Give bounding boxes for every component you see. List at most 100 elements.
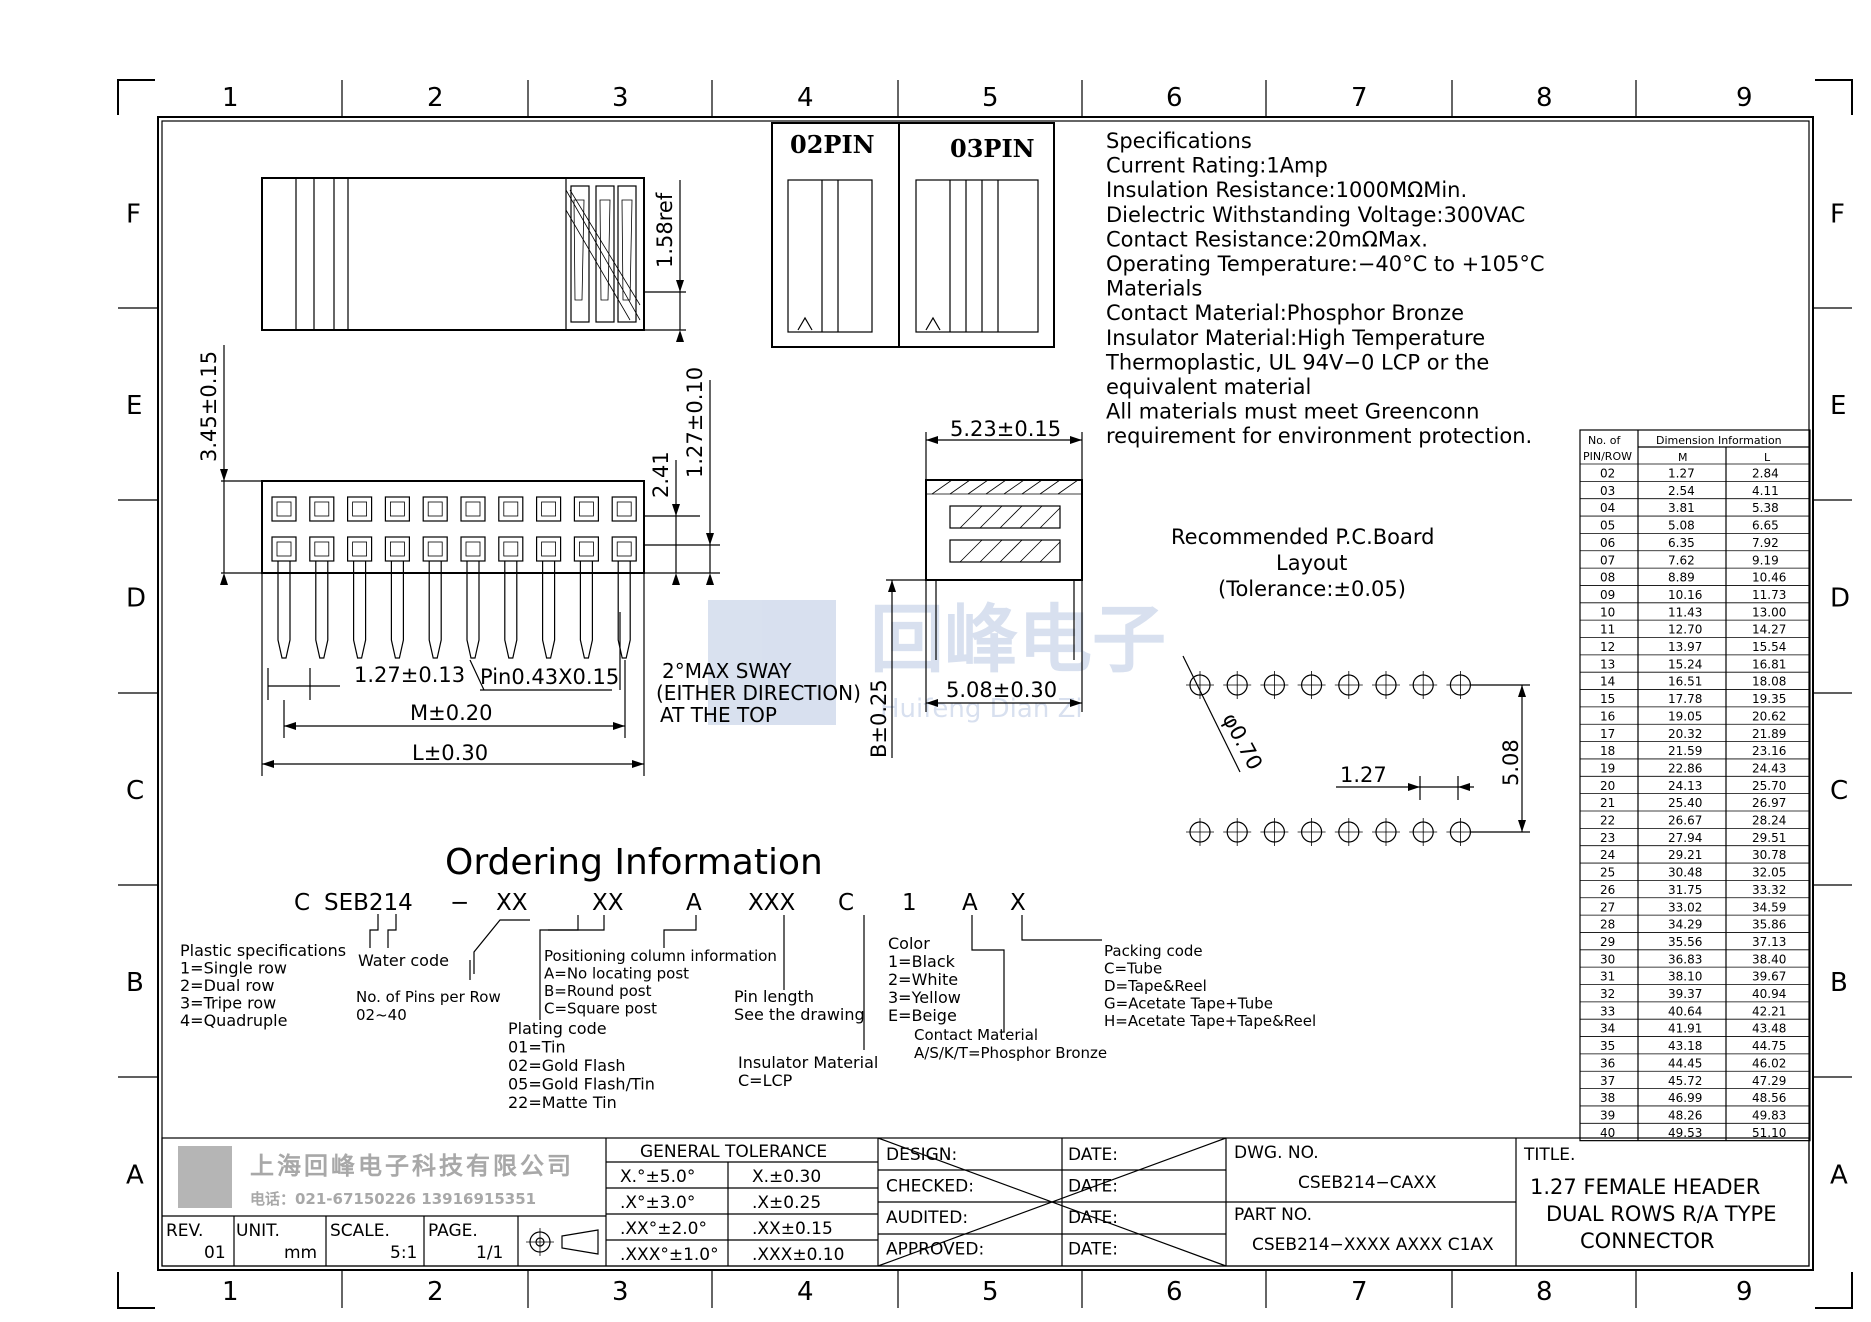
table-cell-m: 8.89: [1668, 571, 1695, 585]
table-cell-pins: 18: [1600, 744, 1615, 758]
table-cell-m: 29.21: [1668, 848, 1702, 862]
part-label: PART NO.: [1234, 1205, 1312, 1225]
ordering-plastic-line: 2=Dual row: [180, 976, 274, 995]
rev-label: REV.: [166, 1221, 203, 1241]
date-label: DATE:: [1068, 1208, 1118, 1228]
table-cell-m: 3.81: [1668, 501, 1695, 515]
zone-column-bottom: 2: [427, 1277, 444, 1307]
table-cell-m: 44.45: [1668, 1056, 1702, 1070]
ordering-code-segment: −: [450, 890, 469, 916]
drawing-title-line: DUAL ROWS R/A TYPE: [1546, 1202, 1776, 1226]
table-cell-pins: 16: [1600, 709, 1615, 723]
table-cell-pins: 35: [1600, 1039, 1615, 1053]
ordering-contact-line: Contact Material: [914, 1026, 1038, 1044]
ordering-insulator-line: C=LCP: [738, 1071, 793, 1090]
tolerance-linear: .XXX±0.10: [752, 1245, 844, 1265]
table-cell-m: 10.16: [1668, 588, 1702, 602]
table-cell-pins: 32: [1600, 987, 1615, 1001]
table-cell-m: 11.43: [1668, 605, 1702, 619]
table-cell-m: 12.70: [1668, 623, 1702, 637]
spec-line: Insulation Resistance:1000MΩMin.: [1106, 178, 1467, 202]
table-cell-l: 28.24: [1752, 814, 1786, 828]
table-cell-pins: 14: [1600, 675, 1615, 689]
ordering-color-line: Color: [888, 934, 930, 953]
table-cell-l: 51.10: [1752, 1126, 1786, 1140]
ordering-code-segment: C: [294, 890, 310, 916]
table-cell-m: 35.56: [1668, 935, 1702, 949]
dim-pitch: 1.27±0.13: [354, 663, 465, 687]
zone-column-bottom: 7: [1351, 1277, 1368, 1307]
table-cell-pins: 17: [1600, 727, 1615, 741]
dim-508: 5.08±0.30: [946, 678, 1057, 702]
sway-line-3: AT THE TOP: [660, 703, 777, 727]
table-cell-l: 19.35: [1752, 692, 1786, 706]
zone-column-bottom: 5: [982, 1277, 999, 1307]
zone-column-top: 9: [1736, 83, 1753, 113]
dim-345: 3.45±0.15: [197, 351, 221, 462]
dim-158ref: 1.58ref: [653, 192, 677, 268]
table-cell-pins: 06: [1600, 536, 1615, 550]
table-cell-m: 46.99: [1668, 1091, 1702, 1105]
watermark-cn: 回峰电子: [870, 597, 1166, 683]
tolerance-linear: X.±0.30: [752, 1167, 821, 1187]
signature-label: DESIGN:: [886, 1145, 957, 1165]
dim-l: L±0.30: [412, 741, 488, 765]
table-header-m: M: [1678, 451, 1688, 464]
zone-row-left: F: [126, 200, 141, 230]
ordering-plating-line: Plating code: [508, 1019, 607, 1038]
table-cell-l: 48.56: [1752, 1091, 1786, 1105]
tolerance-angle: .XXX°±1.0°: [620, 1245, 719, 1265]
spec-line: equivalent material: [1106, 375, 1311, 399]
table-cell-l: 23.16: [1752, 744, 1786, 758]
dwg-number: CSEB214−CAXX: [1298, 1173, 1437, 1193]
table-cell-pins: 26: [1600, 883, 1615, 897]
table-cell-l: 18.08: [1752, 675, 1786, 689]
title-label: TITLE.: [1523, 1145, 1575, 1165]
table-cell-pins: 04: [1600, 501, 1615, 515]
date-label: DATE:: [1068, 1240, 1118, 1260]
table-cell-l: 14.27: [1752, 623, 1786, 637]
ordering-code-segment: C: [838, 890, 854, 916]
tolerance-linear: .X±0.25: [752, 1193, 821, 1213]
table-cell-m: 21.59: [1668, 744, 1702, 758]
table-cell-pins: 08: [1600, 571, 1615, 585]
table-cell-pins: 19: [1600, 761, 1615, 775]
ordering-code-segment: XX: [496, 890, 528, 916]
table-cell-pins: 09: [1600, 588, 1615, 602]
ordering-code-segment: 1: [902, 890, 917, 916]
spec-line: requirement for environment protection.: [1106, 424, 1532, 448]
table-cell-pins: 13: [1600, 657, 1615, 671]
zone-column-bottom: 9: [1736, 1277, 1753, 1307]
table-cell-m: 25.40: [1668, 796, 1702, 810]
dim-b: B±0.25: [867, 679, 891, 758]
table-cell-m: 1.27: [1668, 467, 1695, 481]
table-cell-l: 33.32: [1752, 883, 1786, 897]
watermark: 回峰电子 Huifeng Dian Zi: [708, 597, 1166, 725]
ordering-contact-line: A/S/K/T=Phosphor Bronze: [914, 1044, 1107, 1062]
table-cell-m: 34.29: [1668, 918, 1702, 932]
table-cell-l: 46.02: [1752, 1056, 1786, 1070]
spec-line: Current Rating:1Amp: [1106, 154, 1328, 178]
table-cell-m: 6.35: [1668, 536, 1695, 550]
table-cell-l: 10.46: [1752, 571, 1786, 585]
pcb-title-1: Recommended P.C.Board: [1171, 525, 1434, 549]
table-cell-pins: 33: [1600, 1004, 1615, 1018]
zone-column-top: 1: [222, 83, 239, 113]
table-cell-pins: 12: [1600, 640, 1615, 654]
ordering-positioning-line: B=Round post: [544, 982, 652, 1000]
ordering-positioning-line: C=Square post: [544, 1000, 657, 1018]
zone-column-top: 8: [1536, 83, 1553, 113]
table-cell-l: 29.51: [1752, 831, 1786, 845]
ordering-packing-line: D=Tape&Reel: [1104, 977, 1207, 995]
zone-column-bottom: 3: [612, 1277, 629, 1307]
zone-column-top: 5: [982, 83, 999, 113]
zone-column-bottom: 8: [1536, 1277, 1553, 1307]
zone-column-bottom: 4: [797, 1277, 814, 1307]
table-cell-m: 16.51: [1668, 675, 1702, 689]
table-cell-m: 26.67: [1668, 814, 1702, 828]
ordering-code-segment: X: [1010, 890, 1026, 916]
table-cell-l: 44.75: [1752, 1039, 1786, 1053]
company-phone: 电话：021-67150226 13916915351: [250, 1190, 536, 1208]
